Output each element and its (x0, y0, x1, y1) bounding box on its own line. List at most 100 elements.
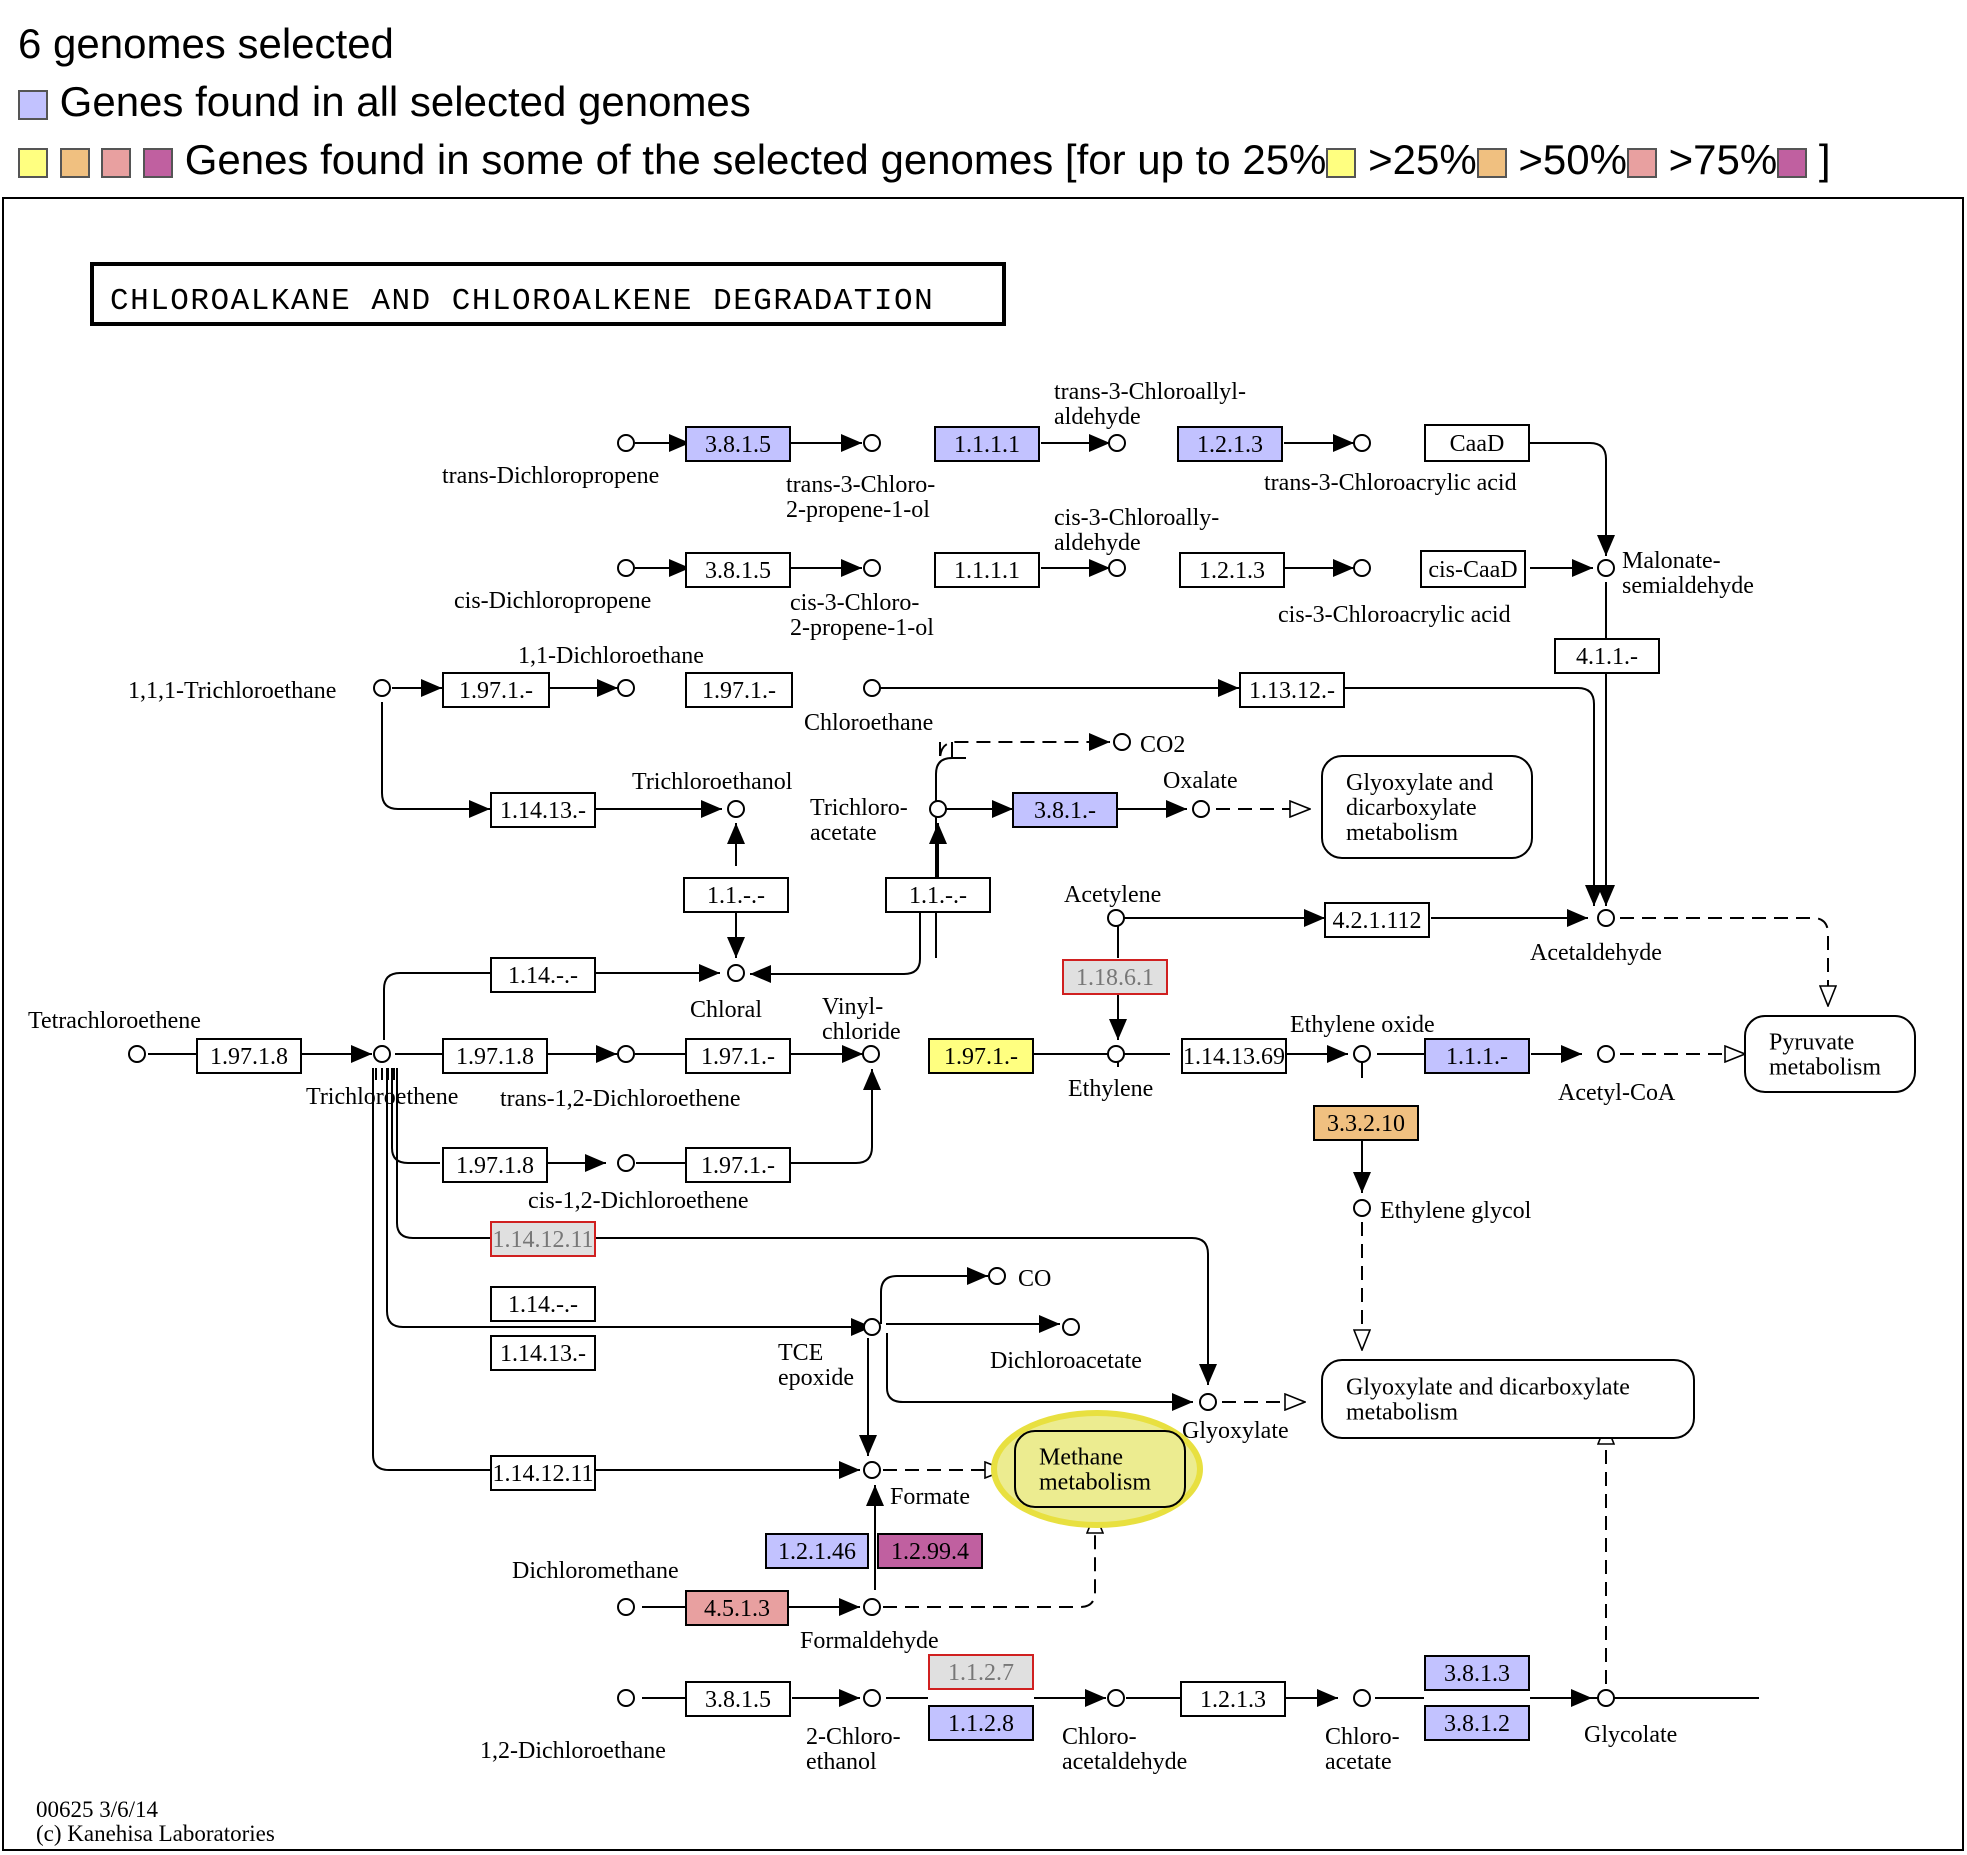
compound-node[interactable] (988, 1267, 1006, 1285)
compound-node[interactable] (617, 1689, 635, 1707)
enzyme-box[interactable]: 4.1.1.- (1554, 638, 1660, 674)
compound-node[interactable] (929, 800, 947, 818)
compound-node[interactable] (1353, 559, 1371, 577)
enzyme-box[interactable]: 1.2.1.3 (1180, 1681, 1286, 1717)
compound-node[interactable] (1107, 1689, 1125, 1707)
compound-node[interactable] (128, 1045, 146, 1063)
compound-node[interactable] (863, 1461, 881, 1479)
map-frame (2, 197, 1964, 1851)
compound-node[interactable] (1597, 559, 1615, 577)
enzyme-box-rect (877, 1533, 983, 1569)
enzyme-box[interactable]: 1.13.12.- (1239, 672, 1345, 708)
enzyme-box[interactable]: 1.97.1.8 (442, 1038, 548, 1074)
enzyme-box[interactable]: 3.8.1.5 (685, 1681, 791, 1717)
enzyme-box[interactable]: 1.97.1.8 (196, 1038, 302, 1074)
enzyme-box[interactable]: 3.8.1.- (1012, 792, 1118, 828)
enzyme-box[interactable]: 1.2.1.3 (1179, 552, 1285, 588)
enzyme-box-rect (442, 1038, 548, 1074)
enzyme-box[interactable]: 1.14.-.- (490, 957, 596, 993)
enzyme-box[interactable]: 4.2.1.112 (1324, 902, 1430, 938)
compound-node[interactable] (617, 1598, 635, 1616)
enzyme-box[interactable]: 1.14.-.- (490, 1286, 596, 1322)
enzyme-box[interactable]: 1.14.12.11 (490, 1455, 596, 1491)
compound-node[interactable] (1597, 909, 1615, 927)
compound-node[interactable] (863, 1689, 881, 1707)
compound-node[interactable] (1113, 733, 1131, 751)
enzyme-box[interactable]: 1.1.2.8 (928, 1705, 1034, 1741)
compound-node[interactable] (863, 434, 881, 452)
compound-node[interactable] (1107, 909, 1125, 927)
compound-node[interactable] (617, 1045, 635, 1063)
enzyme-box[interactable]: 3.3.2.10 (1313, 1105, 1419, 1141)
enzyme-box[interactable]: 1.1.1.1 (934, 426, 1040, 462)
enzyme-box[interactable]: 3.8.1.5 (685, 426, 791, 462)
compound-node[interactable] (373, 679, 391, 697)
enzyme-box[interactable]: 1.97.1.8 (442, 1147, 548, 1183)
enzyme-box[interactable]: 1.97.1.- (685, 1038, 791, 1074)
compound-node[interactable] (617, 434, 635, 452)
enzyme-box[interactable]: 1.1.-.- (683, 877, 789, 913)
enzyme-box[interactable]: 1.97.1.- (685, 1147, 791, 1183)
enzyme-box[interactable]: 1.1.-.- (885, 877, 991, 913)
legend-gt25-label: >25% (1368, 136, 1477, 183)
compound-node[interactable] (863, 1598, 881, 1616)
compound-node[interactable] (1192, 800, 1210, 818)
compound-node[interactable] (727, 964, 745, 982)
compound-node[interactable] (617, 679, 635, 697)
enzyme-box[interactable]: 1.2.1.3 (1177, 426, 1283, 462)
enzyme-label: 1.97.1.- (459, 678, 533, 704)
enzyme-box[interactable]: 1.1.1.- (1424, 1038, 1530, 1074)
enzyme-box[interactable]: 4.5.1.3 (685, 1590, 789, 1626)
compound-node[interactable] (1108, 434, 1126, 452)
enzyme-box[interactable]: 1.14.13.- (490, 1335, 596, 1371)
enzyme-label: 1.1.-.- (909, 883, 967, 909)
enzyme-box[interactable]: 1.14.12.11 (490, 1221, 596, 1257)
compound-node[interactable] (1597, 1689, 1615, 1707)
enzyme-box[interactable]: 1.97.1.- (928, 1038, 1034, 1074)
compound-node[interactable] (1353, 1045, 1371, 1063)
compound-node[interactable] (862, 1045, 880, 1063)
compound-node[interactable] (1597, 1045, 1615, 1063)
compound-node[interactable] (863, 679, 881, 697)
enzyme-box[interactable]: 1.14.13.69 (1181, 1038, 1287, 1074)
compound-node[interactable] (1353, 1689, 1371, 1707)
compound-node[interactable] (863, 559, 881, 577)
compound-node[interactable] (1199, 1393, 1217, 1411)
compound-node[interactable] (1108, 559, 1126, 577)
compound-node[interactable] (1353, 434, 1371, 452)
compound-node[interactable] (1062, 1318, 1080, 1336)
reaction-edge (883, 1513, 1095, 1608)
compound-label: 2-Chloro- (806, 1724, 901, 1750)
compound-node[interactable] (1107, 1045, 1125, 1063)
compound-node[interactable] (1353, 1199, 1371, 1217)
compound-node[interactable] (617, 559, 635, 577)
enzyme-box-rect (1554, 638, 1660, 674)
enzyme-box[interactable]: 1.97.1.- (442, 672, 550, 708)
enzyme-box[interactable]: cis-CaaD (1420, 550, 1526, 588)
enzyme-label: 3.3.2.10 (1327, 1111, 1405, 1137)
compound-label: CO2 (1140, 732, 1185, 758)
enzyme-box[interactable]: 1.97.1.- (685, 672, 793, 708)
compound-node[interactable] (373, 1045, 391, 1063)
enzyme-box[interactable]: 1.14.13.- (490, 792, 596, 828)
enzyme-box[interactable]: 3.8.1.3 (1424, 1655, 1530, 1691)
compound-node[interactable] (617, 1154, 635, 1172)
enzyme-box[interactable]: 1.18.6.1 (1062, 959, 1168, 995)
enzyme-box[interactable]: 3.8.1.5 (685, 552, 791, 588)
enzyme-box[interactable]: 1.2.99.4 (877, 1533, 983, 1569)
enzyme-box-rect (1179, 552, 1285, 588)
enzyme-box[interactable]: 1.2.1.46 (765, 1533, 869, 1569)
enzyme-box[interactable]: 3.8.1.2 (1424, 1705, 1530, 1741)
compound-node[interactable] (727, 800, 745, 818)
pathway-link-label: Glyoxylate and (1346, 770, 1493, 796)
compound-node[interactable] (863, 1318, 881, 1336)
enzyme-box[interactable]: CaaD (1424, 424, 1530, 462)
enzyme-box[interactable]: 1.1.2.7 (928, 1654, 1034, 1690)
pathway-link-label: metabolism (1346, 1400, 1458, 1426)
enzyme-box[interactable]: 1.1.1.1 (934, 552, 1040, 588)
pathway-link-label: metabolism (1346, 820, 1458, 846)
